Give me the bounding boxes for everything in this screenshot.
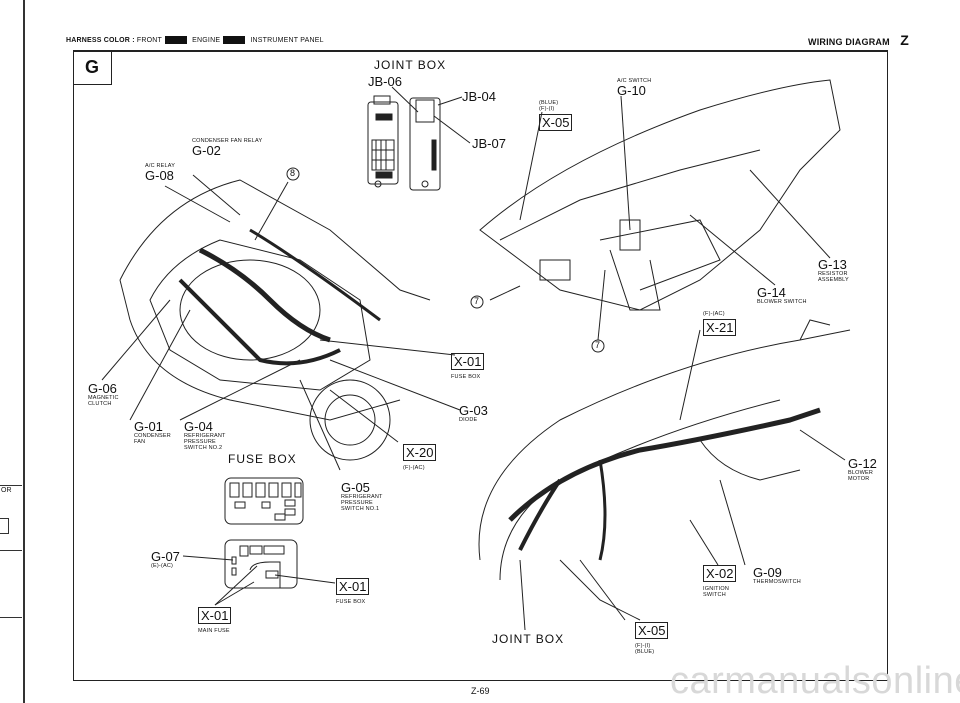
callout-g-01: G-01 CONDENSER FAN [134, 420, 171, 445]
callout-g-05: G-05 REFRIGERANT PRESSURE SWITCH NO.1 [341, 481, 383, 512]
jb-04-label: JB-04 [462, 89, 496, 104]
connector-x-05-bottom: X-05 (F)-(I) (BLUE) [635, 622, 669, 655]
callout-g-03: G-03 DIODE [459, 404, 488, 423]
callout-code: G-07 [151, 549, 180, 564]
connector-code: X-01 [336, 578, 370, 595]
legend-front-swatch [165, 36, 187, 44]
harness-color-label: HARNESS COLOR : [66, 36, 135, 44]
callout-desc: RESISTOR ASSEMBLY [818, 271, 849, 283]
connector-x-21: (F)-(AC) X-21 [703, 311, 737, 337]
engine-bay-drawing [119, 179, 431, 461]
callout-g-14: G-14 BLOWER SWITCH [757, 286, 807, 305]
diagram-frame [73, 50, 888, 681]
legend-front-label: FRONT [136, 36, 162, 44]
connector-x-01-fuse-box-top: X-01 FUSE BOX [451, 353, 485, 380]
circled-ref-7b: 7 [595, 340, 601, 350]
connector-code: X-01 [451, 353, 485, 370]
joint-box-bottom-title: JOINT BOX [492, 632, 565, 646]
connector-x-01-fuse-box-bottom: X-01 FUSE BOX [336, 578, 370, 605]
watermark: carmanualsonline.info [670, 660, 960, 702]
legend-engine-swatch [223, 36, 246, 44]
page-number: Z-69 [471, 686, 490, 696]
joint-box-title: JOINT BOX [374, 58, 447, 72]
circled-ref-7a: 7 [474, 296, 480, 306]
connector-code: X-20 [403, 444, 437, 461]
section-letter: Z [900, 32, 909, 48]
instrument-harness-drawing [478, 319, 851, 621]
connector-desc: MAIN FUSE [198, 628, 230, 634]
legend-engine-label: ENGINE [192, 36, 221, 44]
connector-desc: FUSE BOX [451, 374, 481, 380]
connector-code: X-02 [703, 565, 737, 582]
callout-code: G-13 [818, 257, 847, 272]
connector-desc: (F)-(AC) [703, 311, 725, 317]
callout-g-07: G-07 (E)-(AC) [151, 550, 180, 569]
callout-desc: DIODE [459, 417, 478, 423]
left-margin: OR [0, 0, 30, 703]
callout-g-10: A/C SWITCH G-10 [617, 78, 651, 97]
callout-g-12: G-12 BLOWER MOTOR [848, 457, 877, 482]
callout-desc: BLOWER SWITCH [757, 299, 807, 305]
connector-x-01-main-fuse: X-01 MAIN FUSE [198, 607, 232, 634]
callout-g-09: G-09 THERMOSWITCH [753, 566, 801, 585]
callout-desc: CONDENSER FAN RELAY [192, 138, 263, 144]
callout-code: G-05 [341, 480, 370, 495]
callout-desc: CONDENSER FAN [134, 433, 171, 445]
section-header: WIRING DIAGRAM Z [808, 32, 909, 50]
callout-desc: REFRIGERANT PRESSURE SWITCH NO.2 [184, 433, 226, 451]
callout-desc: A/C RELAY [145, 163, 176, 169]
connector-code: X-05 [635, 622, 669, 639]
callout-code: G-04 [184, 419, 213, 434]
callout-g-08: A/C RELAY G-08 [145, 163, 175, 182]
callout-g-02: CONDENSER FAN RELAY G-02 [192, 138, 262, 157]
legend-instrument-panel-label: INSTRUMENT PANEL [250, 36, 324, 44]
callout-desc: THERMOSWITCH [753, 579, 801, 585]
connector-x-20: X-20 (F)-(AC) [403, 444, 437, 471]
connector-x-05-top: (BLUE) (F)-(I) X-05 [539, 100, 573, 132]
fuse-box-drawing [224, 477, 304, 589]
connector-code: X-05 [539, 114, 573, 131]
connector-code: X-01 [198, 607, 232, 624]
fuse-box-title: FUSE BOX [228, 452, 297, 466]
callout-code: G-10 [617, 83, 646, 98]
connector-desc: (F)-(AC) [403, 465, 425, 471]
harness-color-legend: HARNESS COLOR : FRONT ENGINE INSTRUMENT … [66, 36, 324, 44]
connector-code: X-21 [703, 319, 737, 336]
jb-07-label: JB-07 [472, 136, 506, 151]
callout-code: G-03 [459, 403, 488, 418]
jb-06-label: JB-06 [368, 74, 402, 89]
connector-desc: (F)-(I) (BLUE) [635, 643, 655, 655]
connector-desc: FUSE BOX [336, 599, 366, 605]
callout-g-04: G-04 REFRIGERANT PRESSURE SWITCH NO.2 [184, 420, 226, 451]
callout-g-06: G-06 MAGNETIC CLUTCH [88, 382, 119, 407]
joint-box-drawing [367, 95, 441, 191]
section-title: WIRING DIAGRAM [808, 37, 890, 47]
callout-code: G-02 [192, 143, 221, 158]
connector-x-02: X-02 IGNITION SWITCH [703, 565, 737, 598]
callout-code: G-14 [757, 285, 786, 300]
callout-code: G-08 [145, 168, 174, 183]
callout-desc: MAGNETIC CLUTCH [88, 395, 119, 407]
callout-desc: REFRIGERANT PRESSURE SWITCH NO.1 [341, 494, 383, 512]
connector-desc: IGNITION SWITCH [703, 586, 730, 598]
page-group-box: G [73, 50, 112, 85]
callout-code: G-06 [88, 381, 117, 396]
callout-code: G-12 [848, 456, 877, 471]
circled-ref-8: 8 [290, 168, 296, 178]
callout-desc: A/C SWITCH [617, 78, 652, 84]
dashboard-drawing [479, 79, 841, 311]
callout-g-13: G-13 RESISTOR ASSEMBLY [818, 258, 849, 283]
callout-desc: (E)-(AC) [151, 563, 174, 569]
callout-code: G-01 [134, 419, 163, 434]
callout-desc: BLOWER MOTOR [848, 470, 874, 482]
callout-code: G-09 [753, 565, 782, 580]
connector-desc: (BLUE) (F)-(I) [539, 100, 559, 112]
margin-fragment-text: OR [1, 487, 12, 494]
